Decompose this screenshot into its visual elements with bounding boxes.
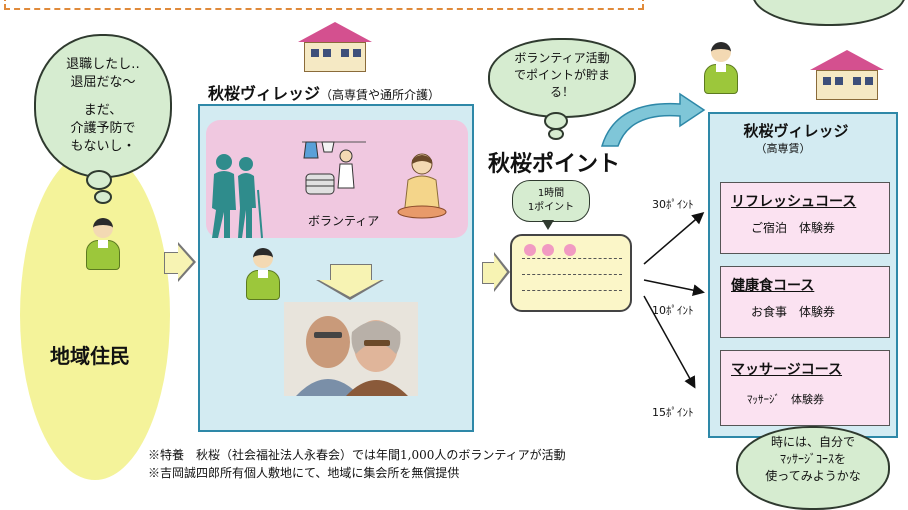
village-subtitle: （高専賃や通所介護） xyxy=(320,88,441,102)
elderly-couple-icon xyxy=(212,154,263,239)
resident-oval xyxy=(20,150,170,480)
resident-cloud-puff xyxy=(86,170,112,190)
course-card-refresh[interactable]: リフレッシュコース ご宿泊 体験券 xyxy=(720,182,890,254)
volunteer-label: ボランティア xyxy=(308,214,380,228)
points-card xyxy=(510,234,632,312)
village-title: 秋桜ヴィレッジ xyxy=(208,84,321,103)
resident-cloud-line5: もないし・ xyxy=(70,139,136,154)
course-detail: ﾏｯｻｰｼﾞ 体験券 xyxy=(747,393,824,406)
resident-person-icon xyxy=(86,218,120,270)
points-cloud-line3: る！ xyxy=(549,85,574,99)
cooking-woman-icon xyxy=(397,153,447,219)
points-cloud-line1: ボランティア活動 xyxy=(514,51,610,65)
resident-cloud-line2: 退屈だな～ xyxy=(70,75,136,90)
laundry-helper-icon xyxy=(302,141,366,195)
course-detail: お食事 体験券 xyxy=(751,305,836,319)
rewards-title: 秋桜ヴィレッジ xyxy=(743,122,849,140)
flower-stamp-icon xyxy=(564,244,576,256)
note-line: ※吉岡誠四郎所有個人敷地にて、地域に集会所を無償提供 xyxy=(148,466,460,480)
flower-stamp-icon xyxy=(542,244,554,256)
course-arrows xyxy=(643,212,705,389)
points-cloud-line2: でポイントが貯ま xyxy=(513,68,610,82)
volunteer-person-icon xyxy=(246,248,280,300)
course-detail: ご宿泊 体験券 xyxy=(751,221,836,235)
points-thought-cloud: ボランティア活動 でポイントが貯ま る！ xyxy=(488,38,636,118)
bottom-cloud-line3: 使ってみようかな xyxy=(765,469,861,483)
bottom-thought-cloud: 時には、自分で ﾏｯｻｰｼﾞｺｰｽを 使ってみようかな xyxy=(736,426,890,510)
rate-bubble-tail xyxy=(542,220,554,230)
points-person-icon xyxy=(704,42,738,94)
points-cloud-puff xyxy=(548,128,564,140)
house-icon xyxy=(298,22,372,72)
resident-cloud-line3: まだ、 xyxy=(83,103,123,118)
house-icon xyxy=(810,50,884,100)
course-name: 健康食コース xyxy=(731,278,815,294)
course-name: リフレッシュコース xyxy=(731,194,857,210)
elderly-couple-photo xyxy=(284,302,418,396)
top-dashed-frame xyxy=(4,0,644,10)
note-line: ※特養 秋桜（社会福祉法人永春会）では年間1,000人のボランティアが活動 xyxy=(148,448,566,462)
course-card-healthy-food[interactable]: 健康食コース お食事 体験券 xyxy=(720,266,890,338)
curved-arrow-to-rewards xyxy=(600,92,706,147)
resident-cloud-line4: 介護予防で xyxy=(70,121,136,136)
course-name: マッサージコース xyxy=(731,362,843,378)
resident-cloud-puff xyxy=(94,190,112,204)
rate-line2: 1ポイント xyxy=(527,202,575,213)
flower-stamp-icon xyxy=(524,244,536,256)
course-points-label: 30ﾎﾟｲﾝﾄ xyxy=(652,198,694,211)
course-card-massage[interactable]: マッサージコース ﾏｯｻｰｼﾞ 体験券 xyxy=(720,350,890,426)
rate-line1: 1時間 xyxy=(537,188,565,199)
resident-label: 地域住民 xyxy=(50,344,130,368)
resident-cloud-line1: 退職したし‥ xyxy=(66,57,140,72)
bottom-cloud-line2: ﾏｯｻｰｼﾞｺｰｽを xyxy=(779,452,846,466)
course-points-label: 10ﾎﾟｲﾝﾄ xyxy=(652,304,694,317)
points-title: 秋桜ポイント xyxy=(488,152,621,177)
course-points-label: 15ﾎﾟｲﾝﾄ xyxy=(652,406,694,419)
notes: ※特養 秋桜（社会福祉法人永春会）では年間1,000人のボランティアが活動 ※吉… xyxy=(148,446,566,482)
bottom-cloud-line1: 時には、自分で xyxy=(770,435,855,449)
village-heading: 秋桜ヴィレッジ（高専賃や通所介護） xyxy=(208,80,440,104)
top-right-cloud xyxy=(752,0,906,26)
resident-thought-cloud: 退職したし‥ 退屈だな～ まだ、 介護予防で もないし・ xyxy=(34,34,172,178)
rate-bubble: 1時間 1ポイント xyxy=(512,180,590,222)
rewards-subtitle: （高専賃） xyxy=(755,142,811,155)
